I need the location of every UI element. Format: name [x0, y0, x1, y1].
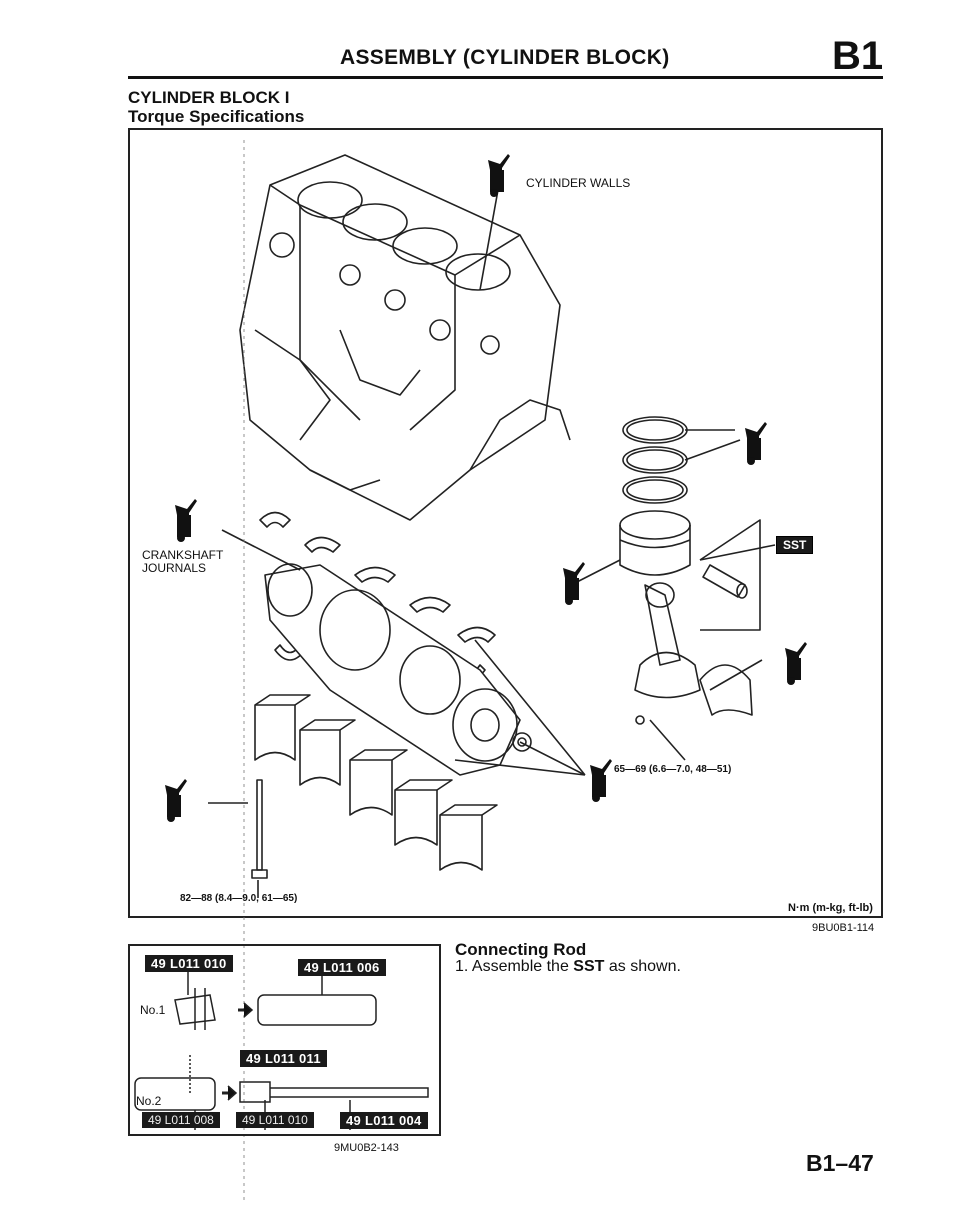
- page-header-title: ASSEMBLY (CYLINDER BLOCK): [340, 46, 670, 69]
- piston-drawing: [619, 510, 761, 725]
- sst-figure-frame: [128, 944, 441, 1136]
- torque-units: N·m (m-kg, ft-lb): [788, 902, 873, 914]
- sst-no1-label: No.1: [140, 1003, 166, 1017]
- cylinder-walls-label: CYLINDER WALLS: [526, 176, 631, 190]
- rod-bearing-oil-leader: [709, 659, 763, 691]
- piston-rings-drawing: [622, 416, 741, 504]
- oil-can-icon-rings: [745, 422, 767, 465]
- page-number: B1–47: [806, 1150, 874, 1176]
- main-bearing-bolt-drawing: [251, 779, 268, 879]
- step-text-prefix: 1. Assemble the: [455, 958, 574, 975]
- sst-tag-49-l011-011: 49 L011 011: [240, 1050, 327, 1067]
- torque-figure-frame: [128, 128, 883, 918]
- header-rule: [128, 76, 883, 79]
- oil-can-icons: [165, 154, 807, 822]
- section-title: CYLINDER BLOCK I: [128, 88, 290, 107]
- arrow-2-head: [227, 1085, 238, 1101]
- sst-badge: SST: [776, 536, 814, 554]
- connecting-rod-step-1: 1. Assemble the SST as shown.: [455, 958, 681, 976]
- connecting-rod-heading: Connecting Rod: [455, 940, 587, 959]
- sst-no2-label: No.2: [136, 1094, 162, 1108]
- oil-can-icon-bolt: [165, 779, 187, 822]
- step-text-bold: SST: [573, 958, 605, 975]
- cylinder-block-drawing: [239, 154, 571, 521]
- sst-no2-body-drawing: [134, 1077, 216, 1111]
- step-text-suffix: as shown.: [604, 958, 681, 975]
- sst-tag-49-l011-010-top: 49 L011 010: [145, 955, 233, 972]
- figure-code: 9BU0B1-114: [812, 922, 875, 934]
- piston-oil-leader: [574, 559, 621, 584]
- sst-no1-bolt-drawing: [174, 988, 216, 1030]
- main-bearing-torque-label: 82—88 (8.4—9.0, 61—65): [180, 893, 298, 904]
- conrod-torque-label: 65—69 (6.6—7.0, 48—51): [614, 764, 732, 775]
- sst-leader: [699, 544, 776, 561]
- sst-guide-rod-drawing: [239, 1081, 429, 1103]
- thrust-bearing-leader: [454, 639, 586, 776]
- crankshaft-drawing: [264, 563, 532, 776]
- oil-can-icon-cylinder-walls: [488, 154, 510, 197]
- cylinder-walls-leader: [479, 189, 499, 291]
- sst-tag-49-l011-008: 49 L011 008: [142, 1112, 220, 1128]
- arrow-1-head: [243, 1002, 254, 1018]
- crankshaft-label-line2: JOURNALS: [142, 561, 207, 575]
- sst-tag-49-l011-004: 49 L011 004: [340, 1112, 428, 1129]
- crankshaft-label-line1: CRANKSHAFT: [142, 548, 224, 562]
- conrod-nut-leader: [649, 719, 686, 761]
- section-subtitle: Torque Specifications: [128, 107, 305, 126]
- crankshaft-journals-leader: [221, 529, 301, 571]
- oil-can-icon-crankshaft: [175, 499, 197, 542]
- section-code: B1: [832, 34, 884, 78]
- sst-tag-49-l011-006: 49 L011 006: [298, 959, 386, 976]
- sst-sleeve-drawing: [257, 994, 377, 1026]
- oil-can-icon-thrust: [590, 759, 612, 802]
- sst-tag-49-l011-010-bottom: 49 L011 010: [236, 1112, 314, 1128]
- main-bearing-caps-drawing: [254, 694, 498, 871]
- oil-can-icon-rod-bearing: [785, 642, 807, 685]
- sst-figure-code: 9MU0B2-143: [334, 1142, 399, 1154]
- oil-can-icon-piston: [563, 562, 585, 605]
